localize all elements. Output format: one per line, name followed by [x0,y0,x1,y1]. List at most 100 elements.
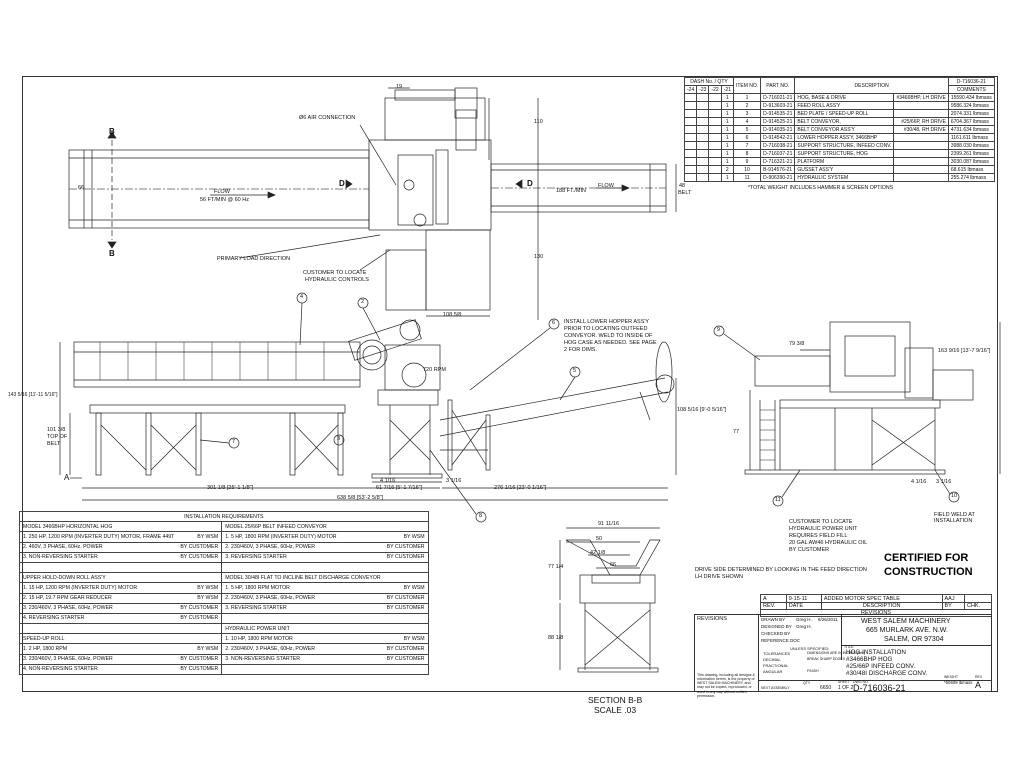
bom-part-no: D-716038-21 [760,141,796,150]
dim-66-section: 66 [610,562,617,568]
view-mark-a: A [64,473,70,482]
drawing-number: D-716036-21 [853,683,906,693]
requirement-supplier: BY CUSTOMER [177,612,223,625]
bom-part-no: D-716037-21 [760,149,796,158]
requirement-text [221,663,384,676]
bom-dash-col: -22 [708,85,722,94]
bom-qty-23 [696,149,710,158]
requirement-text [19,623,178,635]
checked-by-label: CHECKED BY [761,631,791,636]
title-divider [758,614,759,692]
angular-label: ANGULAR [763,669,783,674]
bom-qty-22 [708,133,722,142]
unless-specified: UNLESS SPECIFIED: [790,646,830,651]
bom-qty-24 [683,157,698,166]
balloon-9: 9 [717,327,721,333]
bom-qty-21: 1 [720,157,734,166]
bom-qty-22 [708,117,722,126]
bom-qty-22 [708,165,722,174]
requirement-supplier: BY CUSTOMER [177,602,223,614]
dim-108-5-16: 108 5/16 [9'-0 5/16"] [677,407,727,413]
rev-label: REV [975,675,983,679]
section-b-b [565,539,661,673]
bom-qty-22 [708,125,722,134]
title-line-2: #3466BHP HOG [846,656,893,663]
dim-163: 163 9/16 [13'-7 9/16"] [938,348,991,354]
bom-qty-22 [708,141,722,150]
installation-title: INSTALLATION REQUIREMENTS [19,510,429,523]
requirement-text: MODEL 3466BHP HORIZONTAL HOG [19,521,178,533]
bom-qty-22 [708,157,722,166]
designed-by-label: DESIGNED BY [761,624,792,629]
bom-qty-24 [683,133,698,142]
bom-qty-23 [696,117,710,126]
requirement-text: 3. NON-REVERSING STARTER [221,653,384,665]
proprietary-notice: This drawing, including all designs & in… [697,673,755,698]
dim-77: 77 [733,429,740,435]
rev-col-chk: CHK. [963,602,993,610]
bom-dash-col: -24 [683,85,698,94]
bom-comment: 255.274 lbmass [947,173,995,182]
requirement-text: MODEL 30/48I FLAT TO INCLINE BELT DISCHA… [221,572,384,584]
balloon-5: 5 [573,368,577,374]
balloon-11: 11 [775,497,781,503]
requirement-text: 1. 5 HP, 1800 RPM (INVERTER DUTY) MOTOR [221,531,384,543]
bom-qty-22 [708,173,722,182]
flow-speed-right: 188 FT./MIN [556,188,586,194]
bom-item: 3 [732,109,762,118]
bom-qty-23 [696,125,710,134]
requirement-text: 4. REVERSING STARTER [19,612,178,625]
bom-comment: 2074.331 lbmass [947,109,995,118]
bom-qty-24 [683,125,698,134]
bom-item: 4 [732,117,762,126]
installation-row: HYDRAULIC POWER UNIT [19,623,429,635]
requirement-text: 1. 15 HP, 1200 RPM (INVERTER DUTY) MOTOR [19,582,178,594]
title-line-1: HOG INSTALLATION [846,649,906,656]
drive-note-2: LH DRIVE SHOWN [695,574,743,580]
decimal-label: DECIMAL [763,657,781,662]
bom-note [893,133,949,142]
bom-qty-24 [683,101,698,110]
requirement-supplier: BY WSM [383,582,429,594]
field-weld-note-1: FIELD WELD AT [934,512,975,518]
requirement-text [19,561,178,574]
bom-qty-21: 1 [720,133,734,142]
bom-dash-col: -23 [696,85,710,94]
bom-note: #25/66P, RH DRIVE [893,117,949,126]
bom-comments-header: COMMENTS [947,85,995,94]
company-name: WEST SALEM MACHINERY [861,618,951,625]
bom-note [893,157,949,166]
side-elevation [744,321,974,475]
bom-comment: 15590.434 lbmass [947,93,995,102]
bom-qty-24 [683,117,698,126]
balloon-3: 3 [337,436,341,442]
requirement-text: SPEED-UP ROLL [19,633,178,645]
hpu-note-5: BY CUSTOMER [789,547,830,553]
installation-requirements-table: INSTALLATION REQUIREMENTS MODEL 3466BHP … [19,510,429,676]
fractional-label: FRACTIONAL [763,663,789,668]
bom-qty-24 [683,165,698,174]
bom-description-header: DESCRIPTION [794,77,949,94]
qty-label: QTY [803,681,811,685]
bom-note [893,149,949,158]
reference-doc-label: REFERENCE DOC [761,638,801,643]
certified-line-1: CERTIFIED FOR [884,552,969,564]
requirement-supplier [177,572,223,584]
requirement-supplier: BY CUSTOMER [383,541,429,553]
balloon-10: 10 [951,493,958,499]
elev-outfeed [439,341,675,471]
bom-comment: 2399.261 lbmass [947,149,995,158]
requirement-supplier: BY CUSTOMER [177,663,223,676]
install-note-5: 2 FOR DIMS. [564,347,598,353]
requirement-text: 1. 5 HP, 1800 RPM MOTOR [221,582,384,594]
